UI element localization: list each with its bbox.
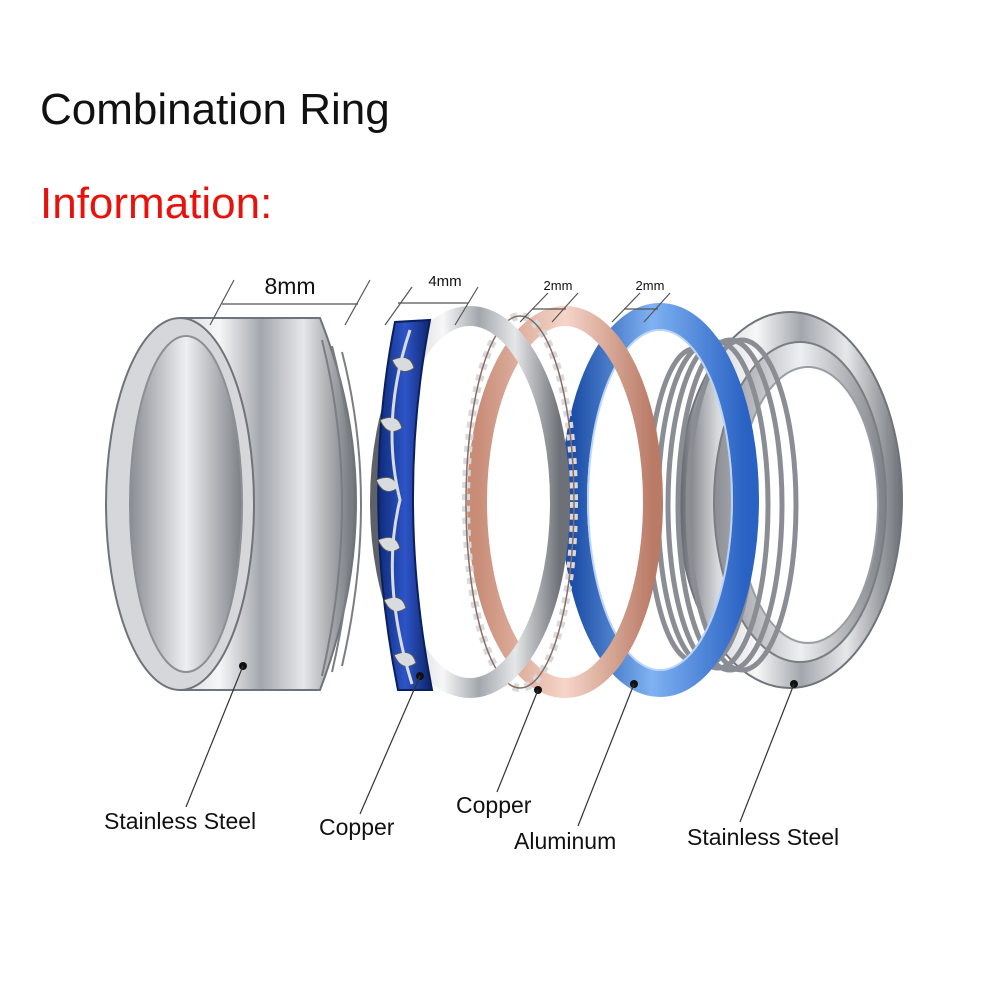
- material-label-copper-leaf: Copper: [319, 814, 395, 840]
- dimension-label-4mm: 4mm: [428, 273, 461, 290]
- information-heading: Information:: [40, 179, 273, 228]
- material-label-aluminum: Aluminum: [514, 828, 617, 854]
- ring-copper-crystal: [462, 306, 663, 698]
- material-label-stainless-steel-wide: Stainless Steel: [104, 808, 257, 834]
- leader-copper-leaf: [359, 672, 424, 815]
- dimension-4mm: [384, 286, 479, 326]
- dimension-8mm: [209, 279, 371, 326]
- dimension-label-8mm: 8mm: [264, 273, 315, 299]
- leader-copper-crystal: [496, 686, 542, 793]
- material-label-stainless-steel-grooved: Stainless Steel: [687, 824, 840, 850]
- material-label-copper-crystal: Copper: [456, 792, 532, 818]
- ring-copper-leaf: [370, 306, 570, 698]
- dimension-2mm-copper: [519, 292, 579, 323]
- leader-aluminum: [577, 680, 638, 827]
- ring-stainless-steel-grooved: [645, 311, 903, 689]
- leader-stainless-steel-wide: [185, 662, 247, 808]
- page-title: Combination Ring: [40, 85, 390, 134]
- dimension-label-2mm-aluminum: 2mm: [636, 278, 665, 293]
- leader-stainless-steel-grooved: [739, 680, 798, 823]
- dimension-2mm-aluminum: [611, 292, 671, 323]
- ring-stainless-steel-wide: [105, 317, 362, 691]
- dimension-label-2mm-copper: 2mm: [544, 278, 573, 293]
